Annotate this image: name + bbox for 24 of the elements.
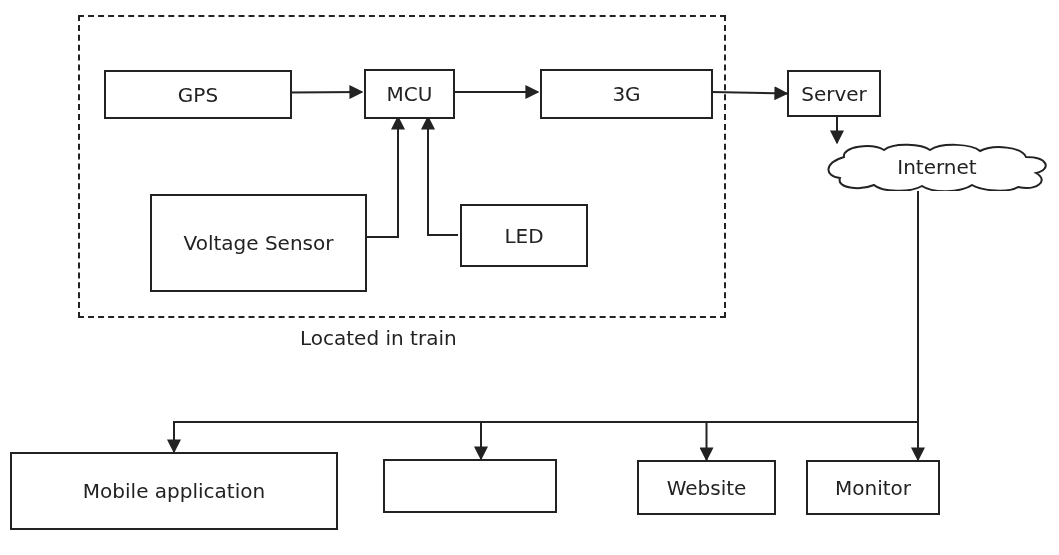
node-label: 3G [612, 81, 641, 107]
arrow [911, 190, 925, 462]
process-box [806, 460, 940, 515]
node-label: Voltage Sensor [183, 230, 334, 256]
node-label: GPS [177, 81, 219, 108]
process-box [104, 70, 292, 119]
process-box [637, 460, 776, 515]
node-label: Internet [897, 154, 977, 180]
node-label: Server [801, 80, 867, 107]
node-label: LED [504, 222, 544, 249]
process-box [150, 194, 367, 292]
process-box [10, 452, 338, 530]
arrow [830, 116, 844, 145]
process-box [540, 69, 713, 119]
node-label: Website [666, 474, 747, 501]
process-box [787, 70, 881, 117]
group-caption: Located in train [300, 326, 457, 350]
process-box [364, 69, 455, 119]
node-label: Monitor [835, 474, 911, 501]
node-label: MCU [386, 81, 433, 107]
process-box [460, 204, 588, 267]
process-box [383, 459, 557, 513]
group-frame [78, 15, 726, 318]
node-label: Mobile application [82, 478, 266, 504]
